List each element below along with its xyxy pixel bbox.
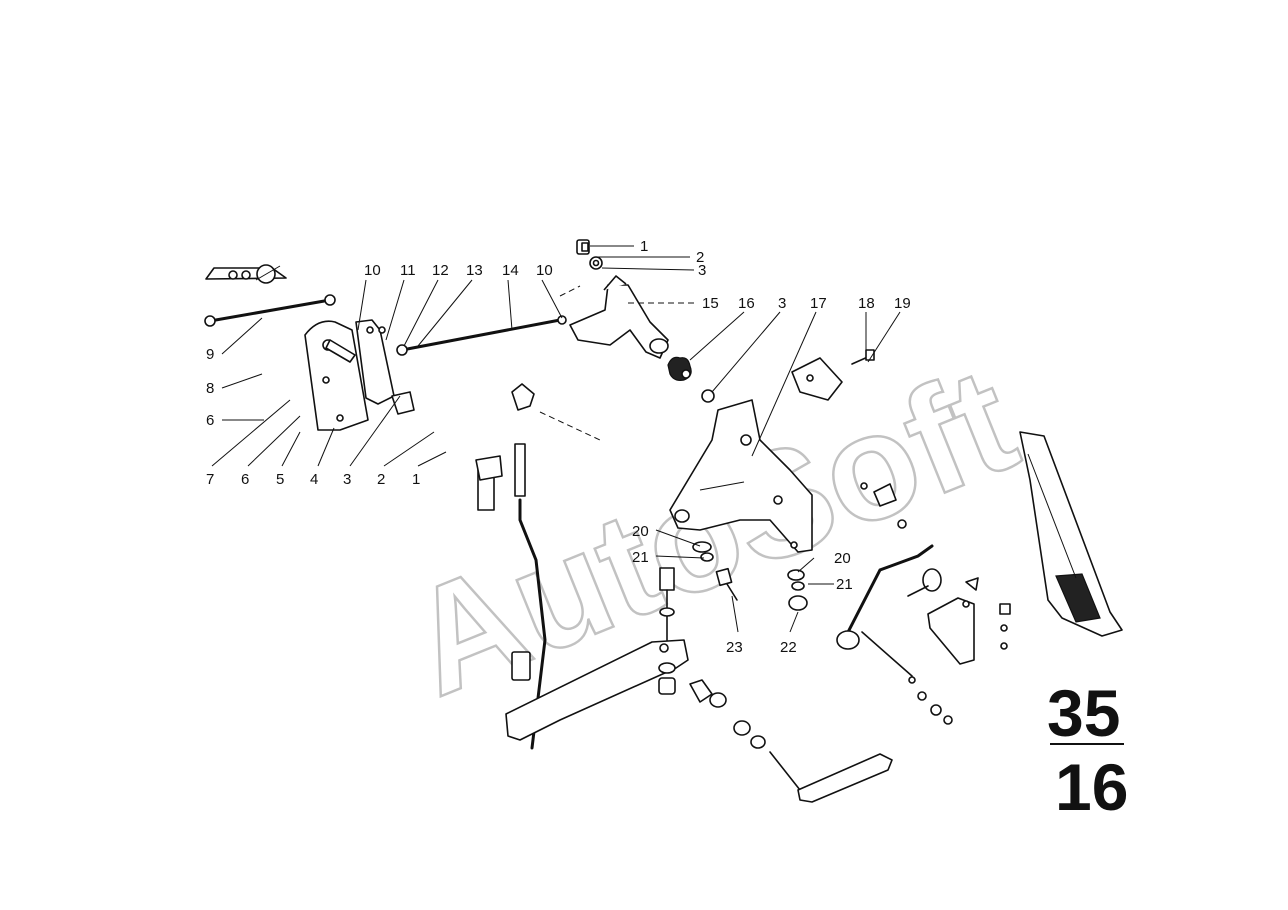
bolt-part-23-icon xyxy=(715,567,738,601)
callout-label: 23 xyxy=(726,639,743,656)
callout-label: 20 xyxy=(834,550,851,567)
spring-part-16-icon xyxy=(667,356,692,381)
bracket-part-4-icon xyxy=(304,320,369,431)
washer-row-icon xyxy=(908,676,953,725)
callout-label: 6 xyxy=(241,471,249,488)
cover-part-17-icon xyxy=(791,357,843,401)
clip-part-1-icon xyxy=(576,239,603,270)
callout-label: 11 xyxy=(400,262,416,279)
callout-label: 12 xyxy=(432,262,449,279)
callout-labels: 1 2 3 10 11 12 13 14 10 15 16 3 17 18 19… xyxy=(206,238,911,656)
group-number: 35 16 xyxy=(1047,676,1128,824)
screw-part-18-icon xyxy=(851,349,875,365)
pushrod-part-14-icon xyxy=(396,315,567,356)
shift-rod-vertical-icon xyxy=(475,443,547,750)
callout-label: 22 xyxy=(780,639,797,656)
callout-label: 16 xyxy=(738,295,755,312)
callout-label: 5 xyxy=(276,471,284,488)
bolt-stack-icon xyxy=(658,567,676,695)
callout-label: 6 xyxy=(206,412,214,429)
callout-label: 9 xyxy=(206,346,214,363)
washers-20-22-icon xyxy=(692,541,808,611)
callout-label: 2 xyxy=(377,471,385,488)
relay-lever-part-15-icon xyxy=(569,275,669,359)
parts-art xyxy=(204,239,1123,803)
callout-label: 7 xyxy=(206,471,214,488)
group-number-sub: 16 xyxy=(1055,750,1128,824)
rod-part-9-icon xyxy=(204,294,336,327)
callout-label: 13 xyxy=(466,262,483,279)
callout-label: 14 xyxy=(502,262,519,279)
callout-label: 19 xyxy=(894,295,911,312)
callout-label: 2 xyxy=(696,249,704,266)
cover-panel-icon xyxy=(1019,431,1123,637)
gear-lever-icon xyxy=(836,482,942,677)
small-bracket-icon xyxy=(927,577,979,665)
selector-arm-icon xyxy=(505,639,689,741)
bracket-part-11-icon xyxy=(355,319,415,415)
shift-bracket-icon xyxy=(669,399,813,553)
callout-label: 1 xyxy=(412,471,420,488)
tool-cap-icon xyxy=(205,264,287,284)
callout-label: 21 xyxy=(632,549,649,566)
callout-label: 17 xyxy=(810,295,827,312)
bushing-part-3-icon xyxy=(701,389,715,403)
callout-label: 18 xyxy=(858,295,875,312)
callout-label: 21 xyxy=(836,576,853,593)
callout-label: 15 xyxy=(702,295,719,312)
callout-label: 20 xyxy=(632,523,649,540)
callout-label: 1 xyxy=(640,238,648,255)
bushing-upper-icon xyxy=(511,383,535,411)
group-number-main: 35 xyxy=(1047,676,1120,750)
callout-label: 8 xyxy=(206,380,214,397)
callout-label: 3 xyxy=(778,295,786,312)
callout-label: 3 xyxy=(698,262,706,279)
callout-label: 4 xyxy=(310,471,318,488)
lower-shaft-icon xyxy=(689,679,893,803)
callout-label: 3 xyxy=(343,471,351,488)
callout-label: 10 xyxy=(536,262,553,279)
bolt-column-icon xyxy=(999,603,1011,650)
leader-lines xyxy=(211,245,901,633)
callout-label: 10 xyxy=(364,262,381,279)
